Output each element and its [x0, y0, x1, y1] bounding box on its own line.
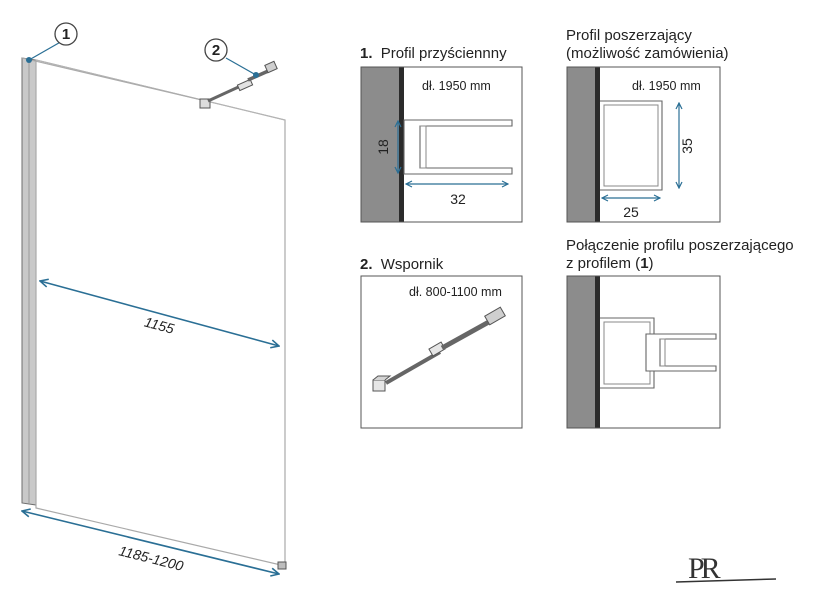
dimension-line-total: [22, 511, 279, 574]
panel-4-title-line1: Połączenie profilu poszerzającego: [566, 237, 794, 254]
logo-text: PR: [688, 552, 721, 585]
panel-1-title: Profil przyściennny: [381, 45, 507, 62]
panel-2-length: dł. 1950 mm: [632, 79, 701, 93]
panel-4-title-post: ): [649, 255, 654, 272]
callout-2-label: 2: [212, 42, 220, 59]
panel-3-length: dł. 800-1100 mm: [409, 285, 502, 299]
panel-4-title-pre: z profilem (: [566, 255, 640, 272]
panel-3-number: 2.: [360, 256, 373, 273]
brand-logo: PR: [675, 552, 777, 585]
panel-wall-profile: 1. Profil przyściennny dł. 1950 mm 18 32: [360, 45, 523, 223]
panel-extension-profile: Profil poszerzający (możliwość zamówieni…: [566, 27, 729, 223]
dim-25-label: 25: [623, 204, 639, 220]
dimension-line-inner: [40, 281, 279, 346]
panel-1-number: 1.: [360, 45, 373, 62]
panel-3-frame: [360, 275, 523, 429]
panel-2-title-line2: (możliwość zamówienia): [566, 45, 729, 62]
panel-support-bracket: 2. Wspornik dł. 800-1100 mm: [360, 256, 523, 429]
dim-18-label: 18: [375, 139, 391, 155]
panel-4-title-line2: z profilem (1): [566, 255, 654, 272]
glass-panel-drawing: 1 2 1155 1185-1200: [22, 22, 287, 574]
support-bracket: [199, 60, 278, 109]
wall-section: [361, 67, 400, 222]
panel-3-heading: 2. Wspornik: [360, 256, 444, 273]
dimension-total-label: 1185-1200: [117, 542, 185, 574]
dim-32-label: 32: [450, 191, 466, 207]
dimension-inner-label: 1155: [143, 314, 176, 337]
bottom-fixing: [277, 561, 287, 570]
dim-35-label: 35: [679, 138, 695, 154]
panel-2-title-line1: Profil poszerzający: [566, 27, 692, 44]
panel-3-title: Wspornik: [381, 256, 444, 273]
panel-1-heading: 1. Profil przyściennny: [360, 45, 507, 62]
panel-connection: Połączenie profilu poszerzającego z prof…: [566, 237, 794, 429]
callout-2: [204, 38, 228, 62]
callout-1-label: 1: [62, 26, 70, 43]
panel-1-length: dł. 1950 mm: [422, 79, 491, 93]
callout-1: [54, 22, 78, 46]
bracket-illustration: [372, 306, 506, 392]
panel-4-title-num: 1: [640, 255, 648, 272]
